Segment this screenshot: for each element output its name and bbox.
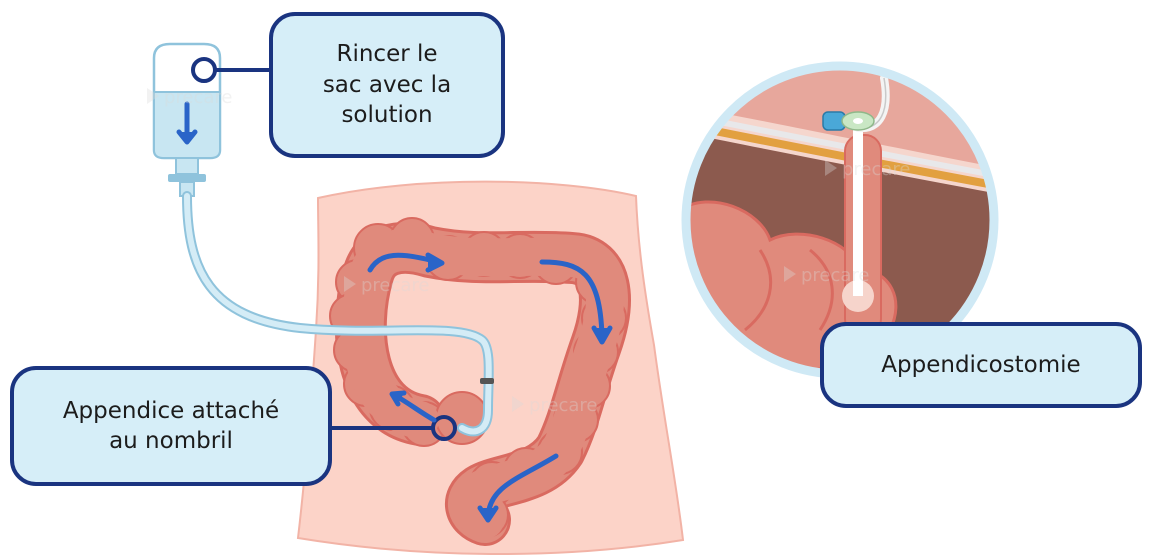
watermark-text: precare: [842, 159, 911, 180]
rinse-line-3: solution: [341, 100, 432, 130]
appendix-navel-callout: Appendice attaché au nombril: [10, 366, 332, 486]
appendicostomy-callout: Appendicostomie: [820, 322, 1142, 408]
appendix-line-2: au nombril: [109, 426, 233, 456]
watermark-text: precare: [801, 265, 870, 286]
watermark-text: precare: [164, 87, 233, 108]
rinse-bag-callout: Rincer le sac avec la solution: [269, 12, 505, 158]
watermark-text: precare: [361, 275, 430, 296]
appendicostomy-label: Appendicostomie: [881, 350, 1080, 380]
rinse-line-1: Rincer le: [336, 39, 437, 69]
watermark-text: precare: [529, 395, 598, 416]
rinse-line-2: sac avec la: [323, 70, 451, 100]
appendix-line-1: Appendice attaché: [63, 396, 279, 426]
tube-connector: [480, 378, 494, 384]
